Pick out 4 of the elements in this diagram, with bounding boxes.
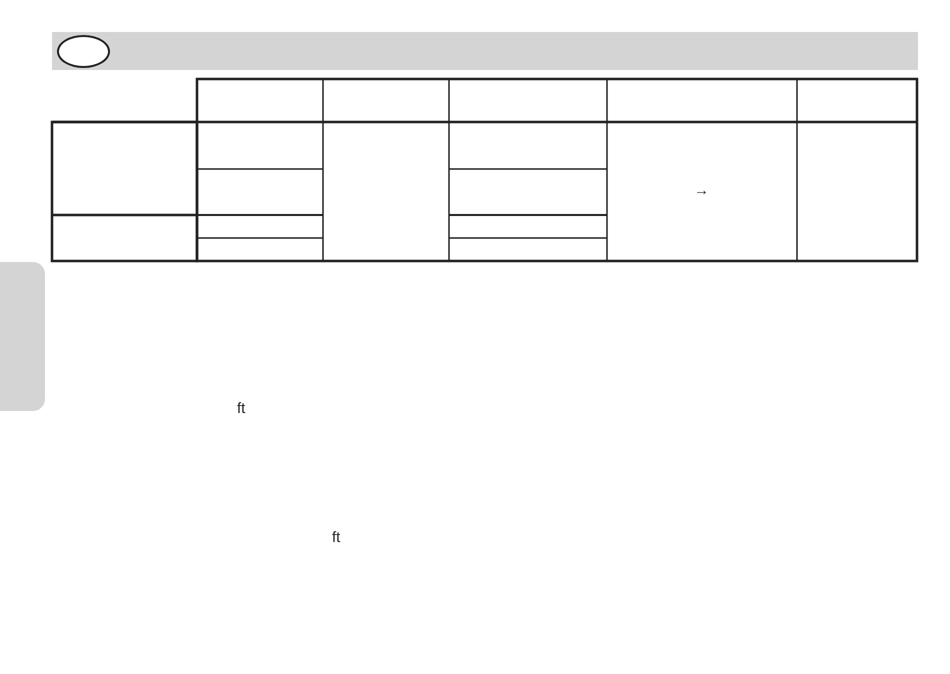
unit-label: ft [237,401,246,417]
unit-label: ft [332,530,340,546]
side-tab [0,262,45,411]
arrow-symbol: → [694,183,709,199]
